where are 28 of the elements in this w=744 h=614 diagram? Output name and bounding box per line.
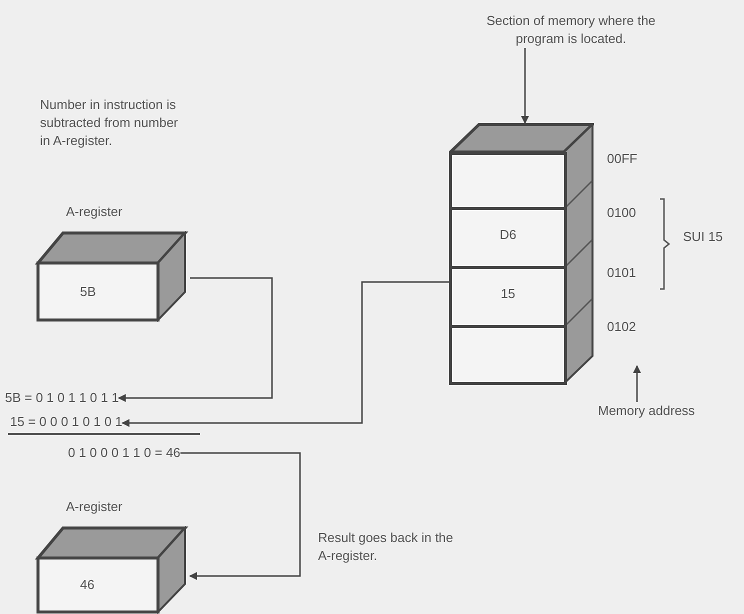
connector-arrow [180,452,301,580]
address-label: 0101 [607,264,636,282]
connector-arrow [121,281,449,427]
equation-text: 5B = 0 1 0 1 1 0 1 1 [5,389,119,407]
register-label: A-register [66,203,122,221]
note-text: Section of memory where the program is located. [476,12,666,48]
register-value: 5B [80,282,96,300]
memory-cell [449,266,567,328]
register-value: 46 [80,576,94,594]
note-text: Number in instruction is subtracted from number in A-register. [40,96,180,150]
instruction-label: SUI 15 [683,228,724,246]
connector-arrow [521,48,529,124]
note-text: Memory address [598,402,695,420]
equation-text: 0 1 0 0 0 1 1 0 = 46 [68,444,180,462]
connector-arrow [118,277,273,402]
memory-value: 15 [500,286,516,301]
memory-cell [449,207,567,269]
address-label: 00FF [607,150,638,168]
memory-cell [449,152,567,210]
connector-arrow [633,365,641,402]
address-label: 0100 [607,204,636,222]
note-text: Result goes back in the A-register. [318,529,454,565]
memory-value: D6 [498,227,518,242]
equation-text: 15 = 0 0 0 1 0 1 0 1 [10,413,122,431]
address-label: 0102 [607,318,636,336]
memory-stack [449,123,594,385]
memory-cell [449,325,567,385]
register-label: A-register [66,498,122,516]
